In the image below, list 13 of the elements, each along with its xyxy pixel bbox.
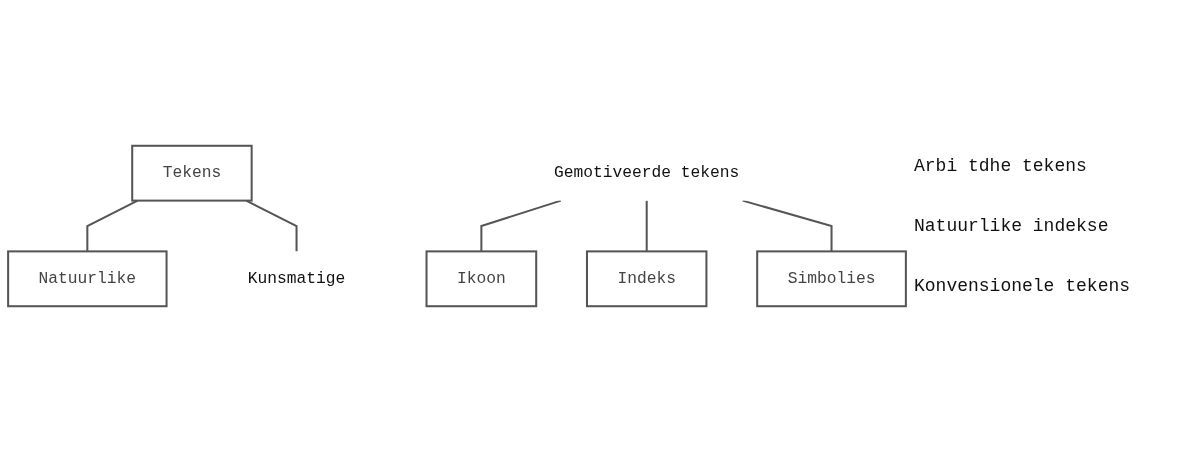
connector [742, 199, 833, 252]
connector [480, 199, 562, 252]
node-text: Kunsmatige [247, 269, 346, 288]
node-box: Tekens [131, 144, 253, 202]
node-box: Indeks [585, 250, 708, 308]
node-box: Natuurlike [7, 250, 168, 308]
note-text: Konvensionele tekens [914, 276, 1132, 296]
note-text: Natuurlike indekse [914, 216, 1110, 236]
node-text: Gemotiveerde tekens [554, 164, 740, 183]
note-text: Arbi tdhe tekens [914, 156, 1088, 176]
connector [645, 200, 648, 252]
node-box: Ikoon [425, 250, 538, 308]
node-box: Simbolies [756, 250, 907, 308]
